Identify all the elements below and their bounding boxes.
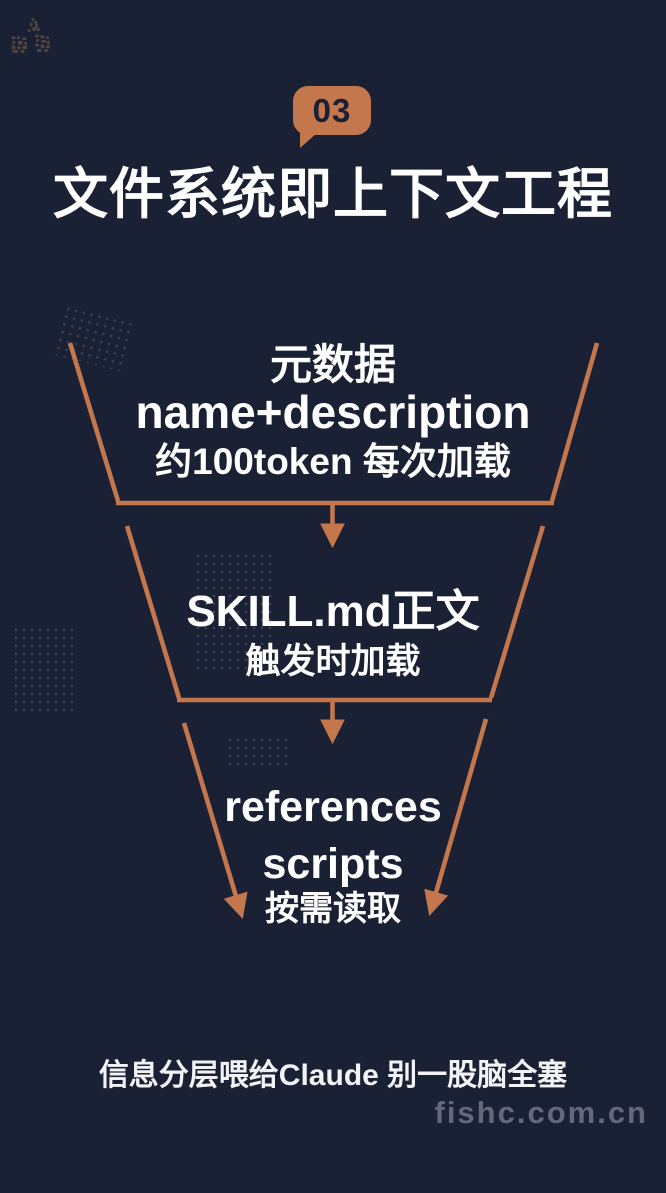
tier2-right-line [488, 525, 546, 699]
tier3-left-arrow [181, 722, 248, 919]
tier3-right-arrow [424, 718, 489, 916]
tier1-line-3: 约100token 每次加载 [155, 441, 511, 482]
page-title: 文件系统即上下文工程 [52, 163, 613, 225]
tier1-left-line [67, 342, 121, 502]
tier3-line-3: 按需读取 [265, 890, 401, 928]
tier2-left-line [124, 525, 182, 699]
fishc-pixel-seal-icon [11, 18, 50, 53]
site-watermark: fishc.com.cn [434, 1095, 648, 1130]
tier1-line-1: 元数据 [269, 341, 396, 388]
tier3-line-1: references [224, 783, 442, 831]
section-number-badge: 03 [293, 86, 371, 148]
tier2-line-1: SKILL.md正文 [186, 587, 480, 636]
tier2-line-2: 触发时加载 [245, 642, 421, 681]
tier1-line-2: name+description [135, 386, 531, 438]
tier1-right-line [549, 342, 600, 502]
section-number: 03 [312, 92, 352, 129]
tier3-line-2: scripts [262, 840, 404, 888]
caption-text: 信息分层喂给Claude 别一股脑全塞 [98, 1059, 568, 1092]
